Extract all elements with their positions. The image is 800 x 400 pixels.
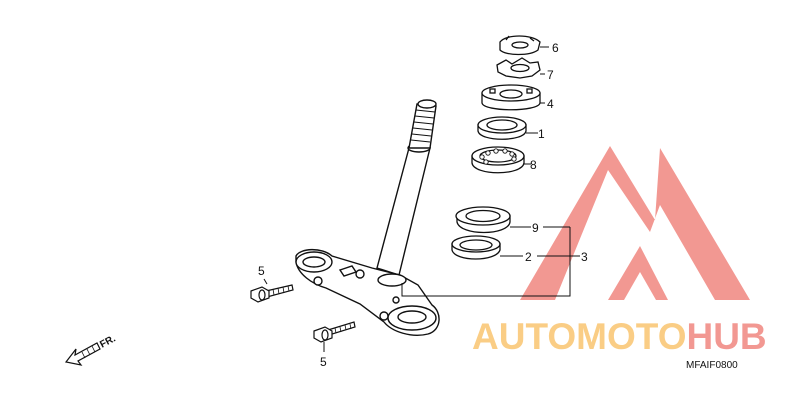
callout-2: 2 xyxy=(525,250,532,264)
callout-labels: 6 7 4 1 8 9 2 3 5 5 xyxy=(258,41,588,369)
callout-8: 8 xyxy=(530,158,537,172)
watermark-text-moto: MOTO xyxy=(576,316,686,357)
callout-7: 7 xyxy=(547,68,554,82)
watermark-emblem xyxy=(520,146,750,300)
part-9-lower-bearing xyxy=(455,206,511,234)
callout-5-bottom: 5 xyxy=(320,355,327,369)
callout-1: 1 xyxy=(538,127,545,141)
callout-5-left: 5 xyxy=(258,264,265,278)
callout-9: 9 xyxy=(532,221,539,235)
arrow-icon xyxy=(64,342,101,366)
bolt-bottom xyxy=(313,321,356,343)
front-direction-arrow: FR. xyxy=(64,333,118,366)
steering-stem-shaft xyxy=(376,99,437,276)
watermark-text-hub: HUB xyxy=(686,316,766,357)
leader-lines xyxy=(263,46,580,352)
part-2-lower-race xyxy=(451,235,501,260)
part-6-lock-nut xyxy=(499,35,541,56)
callout-3: 3 xyxy=(581,250,588,264)
front-label: FR. xyxy=(98,333,118,350)
part-4-adjusting-nut xyxy=(481,84,541,111)
part-8-upper-bearing xyxy=(471,146,525,174)
watermark-text-auto: AUTO xyxy=(472,316,576,357)
bolt-left xyxy=(250,284,294,303)
part-7-lock-washer xyxy=(496,57,541,79)
watermark-logo: AUTOMOTOHUB xyxy=(472,146,767,357)
part-1-dust-seal xyxy=(477,116,527,140)
callout-6: 6 xyxy=(552,41,559,55)
watermark-text: AUTOMOTOHUB xyxy=(472,316,767,357)
bottom-bridge xyxy=(295,248,440,336)
callout-4: 4 xyxy=(547,97,554,111)
drawing-code: MFAIF0800 xyxy=(686,360,738,371)
